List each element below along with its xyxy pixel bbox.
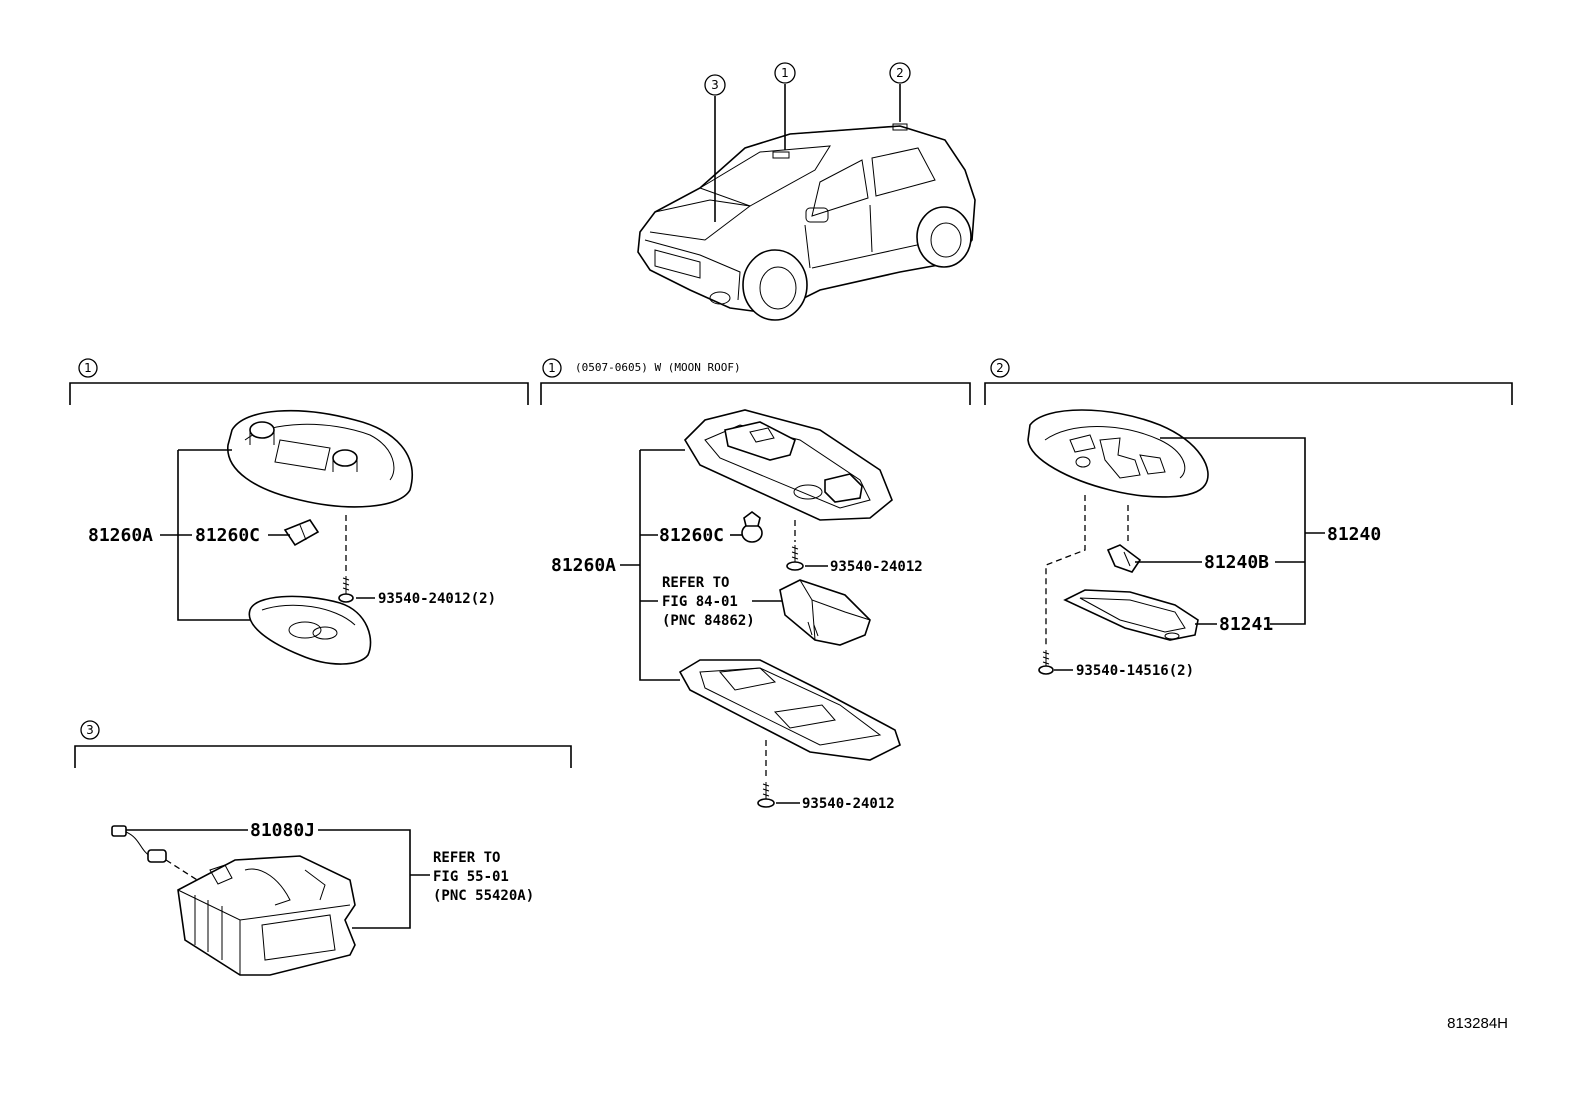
svg-text:1: 1 bbox=[84, 361, 92, 375]
section-2-lens bbox=[1063, 589, 1199, 641]
svg-text:1: 1 bbox=[548, 361, 556, 375]
section-3-refer-line2: FIG 55-01 bbox=[433, 869, 509, 885]
svg-text:2: 2 bbox=[896, 66, 904, 80]
vehicle-illustration bbox=[637, 84, 976, 321]
section-1b-screw-top-label: 93540-24012 bbox=[830, 559, 923, 575]
section-1b-bulb-label: 81260C bbox=[659, 525, 724, 546]
section-3: 3 81080J REFER TO FIG 55-01 (PNC 55420A) bbox=[74, 720, 572, 976]
section-3-bracket bbox=[74, 745, 572, 768]
section-1b-screw-bottom bbox=[757, 782, 775, 808]
diagram-reference-code: 813284H bbox=[1447, 1015, 1508, 1032]
section-1a-bulb bbox=[283, 519, 320, 547]
section-1b-assembly-label: 81260A bbox=[551, 555, 616, 576]
section-1b-housing bbox=[683, 409, 893, 521]
section-1b-refer-line3: (PNC 84862) bbox=[662, 613, 755, 629]
section-1b-bracket bbox=[540, 382, 971, 405]
section-2-bracket bbox=[984, 382, 1513, 405]
section-1a: 1 bbox=[69, 358, 529, 665]
section-3-refer-line3: (PNC 55420A) bbox=[433, 888, 534, 904]
svg-text:3: 3 bbox=[86, 723, 94, 737]
section-1b-refer-line1: REFER TO bbox=[662, 575, 729, 591]
section-2-screw-label: 93540-14516(2) bbox=[1076, 663, 1194, 679]
section-1a-screw-label: 93540-24012(2) bbox=[378, 591, 496, 607]
section-1a-screw bbox=[338, 576, 354, 603]
section-1b-marker bbox=[542, 358, 562, 378]
section-2-lens-label: 81241 bbox=[1219, 614, 1273, 635]
section-2-housing bbox=[1027, 409, 1209, 498]
section-3-marker bbox=[80, 720, 100, 740]
svg-text:2: 2 bbox=[996, 361, 1004, 375]
section-1b-module bbox=[779, 579, 871, 646]
section-2: 2 bbox=[984, 358, 1513, 679]
car-callout-3: 3 bbox=[704, 74, 726, 96]
section-1b-screw-bottom-label: 93540-24012 bbox=[802, 796, 895, 812]
section-1a-housing bbox=[227, 409, 413, 508]
section-1a-marker bbox=[78, 358, 98, 378]
section-3-refer-line1: REFER TO bbox=[433, 850, 500, 866]
section-1a-bulb-label: 81260C bbox=[195, 525, 260, 546]
section-3-connector bbox=[111, 825, 167, 863]
section-2-marker bbox=[990, 358, 1010, 378]
section-1b-refer-line2: FIG 84-01 bbox=[662, 594, 738, 610]
section-1b-bulb bbox=[741, 511, 763, 543]
section-1a-lens bbox=[248, 595, 372, 665]
section-3-housing bbox=[177, 855, 356, 976]
section-3-lamp-label: 81080J bbox=[250, 820, 315, 841]
section-1b: 1 (0507-0605) W (MOON ROOF) bbox=[540, 358, 971, 812]
section-2-screw bbox=[1038, 650, 1054, 675]
car-callout-1: 1 bbox=[774, 62, 796, 84]
section-1b-note: (0507-0605) W (MOON ROOF) bbox=[575, 361, 741, 374]
section-2-bulb-label: 81240B bbox=[1204, 552, 1269, 573]
section-1b-lens bbox=[678, 659, 901, 761]
svg-text:1: 1 bbox=[781, 66, 789, 80]
section-2-assembly-label: 81240 bbox=[1327, 524, 1381, 545]
car-callout-2: 2 bbox=[889, 62, 911, 84]
section-1b-screw-top bbox=[786, 545, 804, 571]
svg-text:3: 3 bbox=[711, 78, 719, 92]
section-1a-assembly-label: 81260A bbox=[88, 525, 153, 546]
section-2-bulb bbox=[1106, 544, 1142, 573]
section-1a-bracket bbox=[69, 382, 529, 405]
